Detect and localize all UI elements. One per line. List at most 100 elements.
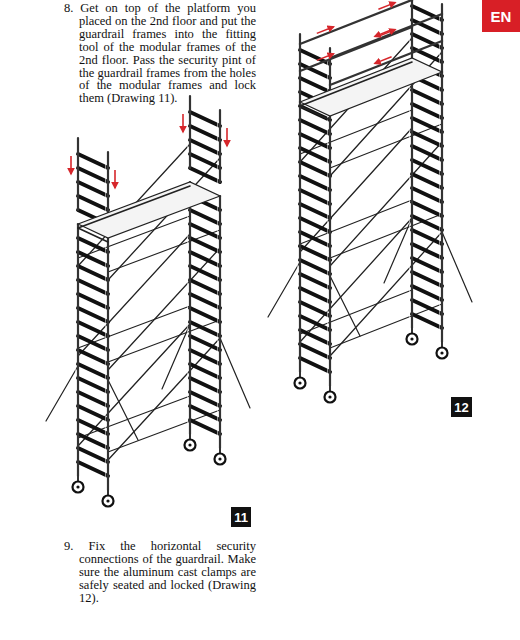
scaffold-line	[300, 0, 412, 44]
scaffold-line	[330, 232, 442, 356]
scaffold-line	[300, 330, 330, 344]
scaffold-line	[330, 304, 442, 348]
scaffold-line	[300, 190, 330, 204]
wheel-hub	[106, 499, 109, 502]
scaffold-line	[190, 252, 220, 266]
scaffold-line	[330, 41, 442, 85]
scaffold-line	[78, 336, 108, 350]
wheel-hub	[440, 351, 443, 354]
scaffold-line	[78, 182, 108, 196]
scaffold-line	[190, 294, 220, 308]
scaffold-line	[300, 260, 330, 274]
scaffold-line	[78, 392, 108, 406]
scaffold-line	[300, 134, 330, 148]
platform	[300, 58, 442, 116]
scaffold-line	[190, 168, 220, 182]
scaffold-line	[189, 182, 191, 434]
scaffold-line	[412, 258, 442, 272]
scaffold-line	[441, 4, 443, 342]
scaffold-line	[300, 176, 330, 190]
scaffold-line	[190, 336, 220, 350]
scaffold-line	[300, 274, 330, 288]
scaffold-line	[300, 162, 330, 176]
language-tab: EN	[482, 0, 520, 32]
castor-wheel	[185, 440, 196, 451]
scaffold-line	[299, 34, 301, 372]
scaffold-line	[78, 266, 108, 280]
node-text: EN	[491, 8, 512, 25]
scaffold-line	[78, 462, 108, 476]
castor-wheel	[103, 496, 114, 507]
scaffold-line	[412, 244, 442, 258]
scaffold-line	[190, 420, 220, 434]
scaffold-line	[105, 158, 106, 488]
scaffold-line	[78, 420, 108, 434]
scaffold-line	[412, 300, 442, 314]
scaffold-line	[190, 406, 220, 420]
scaffold-line	[300, 78, 330, 92]
drawing-number: 12	[451, 397, 472, 417]
scaffold-line	[78, 406, 108, 420]
platform	[78, 182, 220, 238]
scaffold-line	[187, 102, 188, 432]
wheel-hub	[188, 443, 191, 446]
scaffold-line	[78, 196, 108, 210]
scaffold-line	[409, 0, 410, 326]
red-arrow	[226, 128, 228, 146]
scaffold-line	[78, 252, 108, 266]
scaffold-line	[190, 364, 220, 378]
scaffold-line	[442, 232, 472, 302]
scaffold-line	[78, 308, 108, 322]
red-arrow	[114, 170, 116, 188]
scaffold-line	[300, 204, 330, 218]
scaffold-line	[412, 90, 442, 104]
scaffold-line	[190, 238, 220, 252]
scaffold-line	[412, 314, 442, 328]
scaffold-line	[78, 322, 108, 336]
scaffold-line	[190, 308, 220, 322]
scaffold-line	[190, 224, 220, 238]
scaffold-line	[300, 316, 330, 330]
red-arrow	[70, 156, 72, 174]
scaffold-line	[412, 230, 442, 244]
scaffold-line	[78, 448, 108, 462]
scaffold-line	[412, 188, 442, 202]
scaffold-line	[190, 350, 220, 364]
scaffold-line	[190, 126, 220, 140]
wheel-hub	[298, 381, 301, 384]
scaffold-line	[297, 40, 298, 370]
wheel-hub	[76, 485, 79, 488]
scaffold-line	[78, 154, 108, 168]
scaffold-line	[78, 434, 108, 448]
scaffold-line	[268, 262, 300, 317]
scaffold-line	[190, 378, 220, 392]
scaffold-line	[78, 228, 108, 242]
scaffold-line	[412, 118, 442, 132]
scaffold-line	[300, 358, 330, 372]
scaffold-drawing-11	[46, 96, 250, 507]
scaffold-line	[190, 154, 220, 168]
scaffold-line	[108, 380, 138, 440]
scaffold-line	[300, 302, 330, 316]
red-arrow	[317, 27, 334, 34]
scaffold-line	[190, 266, 220, 280]
wheel-hub	[328, 395, 331, 398]
scaffold-line	[190, 140, 220, 154]
instruction-text: 8. Get on top of the platform you placed…	[64, 2, 256, 105]
scaffold-line	[78, 294, 108, 308]
scaffold-line	[300, 27, 412, 71]
scaffold-line	[108, 410, 220, 452]
scaffold-line	[330, 124, 442, 168]
scaffold-line	[300, 62, 412, 106]
scaffold-line	[77, 224, 79, 476]
red-arrow	[317, 54, 334, 61]
scaffold-line	[190, 112, 220, 126]
scaffold-line	[412, 160, 442, 174]
scaffold-line	[190, 322, 220, 336]
scaffold-line	[190, 280, 220, 294]
castor-wheel	[215, 454, 226, 465]
instruction-text: 9. Fix the horizontal security connectio…	[64, 540, 256, 605]
scaffold-line	[412, 6, 442, 20]
scaffold-line	[108, 230, 220, 272]
scaffold-line	[189, 96, 191, 168]
